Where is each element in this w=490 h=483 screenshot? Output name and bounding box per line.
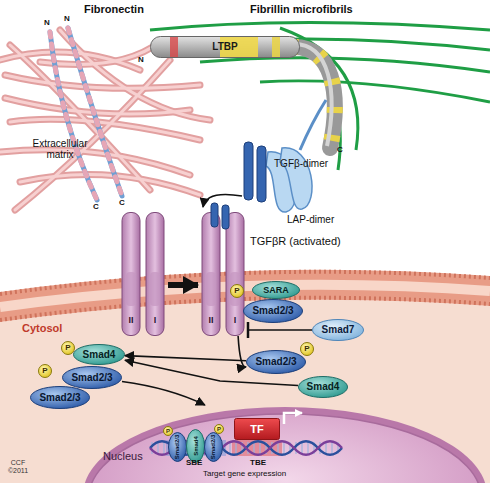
text-label: TGFβ-dimer bbox=[274, 158, 328, 169]
node-text: Smad2/3 bbox=[39, 393, 80, 403]
phosphate-circle: P bbox=[163, 426, 173, 436]
node-text: Smad2/3 bbox=[175, 435, 181, 460]
smad-protein: Smad2/3 bbox=[30, 386, 90, 409]
sara-protein: SARA bbox=[252, 281, 300, 299]
text-label: C bbox=[337, 146, 343, 155]
signal-arrow bbox=[168, 282, 198, 288]
node-text: TF bbox=[250, 424, 263, 435]
node-text: P bbox=[217, 426, 221, 432]
node-text: II bbox=[202, 316, 220, 325]
text-label: Fibronectin bbox=[84, 3, 144, 15]
receptor-active-shape bbox=[198, 212, 248, 336]
signal-arrow bbox=[125, 356, 246, 361]
text-label: SBE bbox=[186, 459, 202, 468]
text-label: N bbox=[138, 56, 144, 65]
receptor-inactive-shape bbox=[118, 212, 168, 336]
signal-arrow bbox=[248, 329, 312, 331]
text-label: TBE bbox=[250, 459, 266, 468]
text-label: N bbox=[44, 19, 50, 28]
text-label: LAP-dimer bbox=[287, 214, 334, 225]
node-text: Smad2/3 bbox=[255, 357, 296, 367]
node-text: Smad4 bbox=[307, 382, 340, 392]
node-text: P bbox=[166, 428, 170, 434]
node-text: P bbox=[304, 345, 309, 353]
signal-arrow bbox=[238, 336, 246, 367]
smad4-protein: Smad4 bbox=[73, 344, 125, 365]
node-text: TGFβR (activated) bbox=[250, 236, 341, 247]
node-text: I bbox=[146, 316, 164, 325]
transcription-factor: TF bbox=[234, 418, 280, 440]
signal-arrow bbox=[125, 360, 298, 385]
smad4-protein: Smad4 bbox=[298, 376, 348, 398]
node-text: P bbox=[234, 287, 239, 295]
text-label: C bbox=[93, 203, 99, 212]
phosphate-circle: P bbox=[61, 341, 75, 355]
text-label: Fibrillin microfibrils bbox=[250, 3, 353, 15]
smad7-protein: Smad7 bbox=[312, 319, 364, 341]
phosphate-circle: P bbox=[214, 424, 224, 434]
receptor-inactive: III bbox=[118, 212, 168, 336]
node-text: SARA bbox=[263, 286, 289, 295]
phosphate-circle: P bbox=[38, 364, 52, 378]
node-text: Smad4 bbox=[83, 350, 116, 360]
phosphate-circle: P bbox=[300, 342, 314, 356]
smad-protein: Smad2/3 bbox=[204, 432, 223, 462]
smad-protein: Smad2/3 bbox=[243, 299, 303, 323]
text-label: C bbox=[119, 199, 125, 208]
receptor-active: TGFβR (activated)III bbox=[198, 212, 248, 336]
node-text: Smad2/3 bbox=[71, 373, 112, 383]
node-text: LTBP bbox=[212, 42, 237, 52]
smad4-protein: Smad4 bbox=[186, 429, 205, 463]
text-label: Extracellular matrix bbox=[20, 138, 100, 160]
node-text: Smad2/3 bbox=[211, 435, 217, 460]
smad-protein: Smad2/3 bbox=[168, 432, 187, 462]
smad-protein: Smad2/3 bbox=[246, 350, 306, 374]
node-text: II bbox=[122, 316, 140, 325]
node-text: Nucleus bbox=[103, 451, 143, 462]
text-label: CCF ©2011 bbox=[4, 459, 32, 474]
node-text: P bbox=[65, 344, 70, 352]
node-text: I bbox=[226, 316, 244, 325]
node-text: Smad7 bbox=[322, 325, 355, 335]
phosphate-circle: P bbox=[230, 284, 244, 298]
node-text: Smad2/3 bbox=[252, 306, 293, 316]
node-text: P bbox=[42, 367, 47, 375]
text-label: N bbox=[64, 15, 70, 24]
text-label: Target gene expression bbox=[203, 470, 286, 479]
signal-arrow bbox=[122, 382, 205, 406]
ltbp-band: LTBP bbox=[150, 36, 300, 58]
text-label: Cytosol bbox=[22, 322, 62, 334]
node-text: Smad4 bbox=[193, 436, 199, 456]
smad-protein: Smad2/3 bbox=[62, 366, 122, 389]
